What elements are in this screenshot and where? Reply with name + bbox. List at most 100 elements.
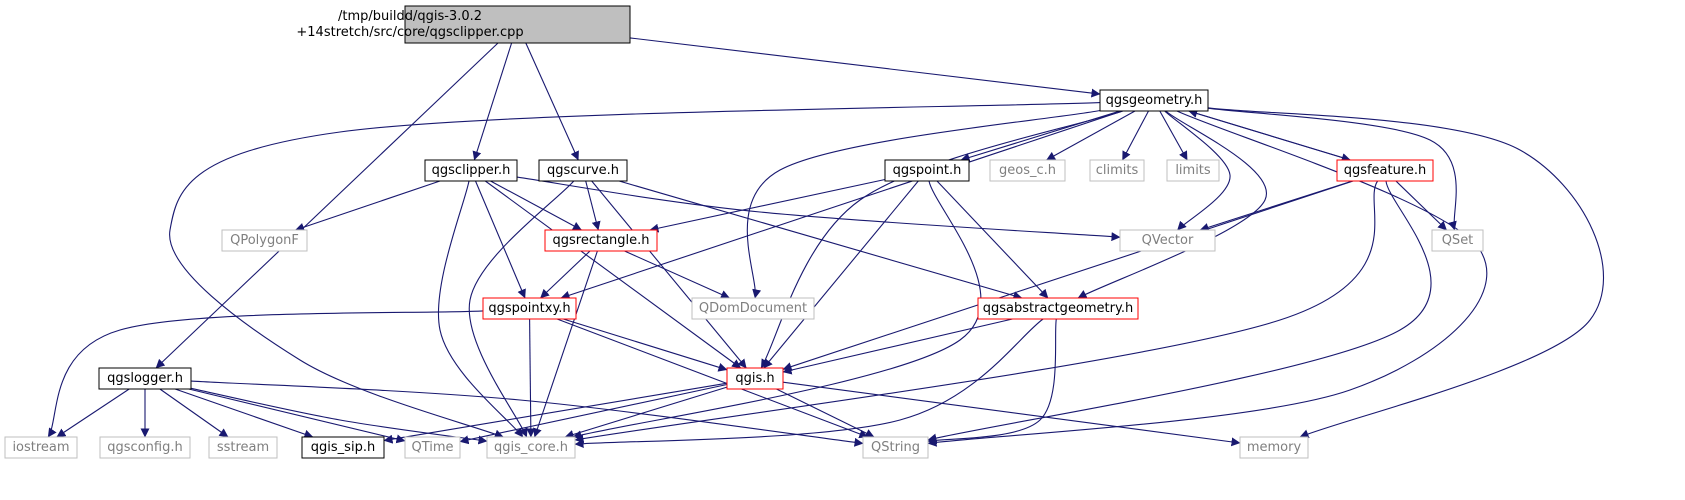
node-root[interactable]: /tmp/buildd/qgis-3.0.2+14stretch/src/cor… bbox=[296, 5, 631, 44]
node-box bbox=[1336, 159, 1434, 182]
node-label: qgsabstractgeometry.h bbox=[983, 301, 1133, 316]
edge-clipper-to-polygonf bbox=[295, 180, 441, 232]
node-box bbox=[862, 436, 929, 459]
edge-root-to-geometry bbox=[629, 37, 1101, 98]
node-box bbox=[1166, 159, 1220, 182]
node-memory[interactable]: memory bbox=[1239, 436, 1309, 459]
node-label: QDomDocument bbox=[699, 301, 807, 316]
node-label: QSet bbox=[1442, 233, 1474, 248]
node-geometry[interactable]: qgsgeometry.h bbox=[1099, 89, 1209, 112]
node-qstring[interactable]: QString bbox=[862, 436, 929, 459]
node-box bbox=[1431, 229, 1484, 252]
node-core[interactable]: qgis_core.h bbox=[486, 436, 576, 459]
edge-qgis-to-qstring bbox=[776, 388, 875, 438]
edge-feature-to-qgis bbox=[782, 180, 1354, 371]
node-label: qgis.h bbox=[735, 371, 774, 386]
node-box bbox=[544, 229, 658, 252]
edge-geometry-to-qset bbox=[1207, 107, 1457, 231]
node-logger[interactable]: qgslogger.h bbox=[98, 367, 192, 390]
node-qset[interactable]: QSet bbox=[1431, 229, 1484, 252]
node-box bbox=[98, 367, 192, 390]
node-label: qgslogger.h bbox=[107, 371, 183, 386]
node-box bbox=[538, 159, 628, 182]
edge-clipper-to-qgis bbox=[484, 180, 742, 369]
node-climits[interactable]: climits bbox=[1089, 159, 1145, 182]
node-box bbox=[1119, 229, 1216, 252]
edge-point-to-core bbox=[572, 180, 982, 440]
node-geos[interactable]: geos_c.h bbox=[989, 159, 1066, 182]
node-qvector[interactable]: QVector bbox=[1119, 229, 1216, 252]
node-feature[interactable]: qgsfeature.h bbox=[1336, 159, 1434, 182]
node-pointxy[interactable]: qgspointxy.h bbox=[482, 297, 577, 320]
edge-root-to-clipper bbox=[472, 42, 513, 161]
edge-geometry-to-qstring bbox=[927, 110, 1488, 447]
edge-qgis-to-memory bbox=[782, 381, 1241, 447]
edge-geometry-to-limits bbox=[1159, 110, 1188, 161]
node-label: qgis_core.h bbox=[494, 440, 568, 455]
edge-geometry-to-geos bbox=[1046, 110, 1136, 161]
edge-rectangle-to-core bbox=[533, 250, 598, 438]
node-limits[interactable]: limits bbox=[1166, 159, 1220, 182]
edge-geometry-to-pointxy bbox=[560, 110, 1123, 300]
edge-curve-to-abstractgeom bbox=[618, 180, 1023, 300]
node-label: qgsrectangle.h bbox=[552, 233, 649, 248]
edge-rectangle-to-pointxy bbox=[540, 250, 591, 299]
node-layer: /tmp/buildd/qgis-3.0.2+14stretch/src/cor… bbox=[4, 5, 1484, 459]
node-domdoc[interactable]: QDomDocument bbox=[691, 297, 815, 320]
edge-point-to-abstractgeom bbox=[936, 180, 1049, 299]
edge-logger-to-iostream bbox=[56, 388, 130, 438]
edge-curve-to-qgis bbox=[591, 180, 747, 369]
node-label: qgsfeature.h bbox=[1344, 163, 1427, 178]
node-label: sstream bbox=[217, 440, 269, 455]
edge-curve-to-core bbox=[468, 180, 575, 438]
node-label: qgspointxy.h bbox=[488, 301, 570, 316]
node-box bbox=[4, 436, 78, 459]
node-label: qgis_sip.h bbox=[311, 440, 375, 455]
node-qtime[interactable]: QTime bbox=[404, 436, 461, 459]
node-label: qgsconfig.h bbox=[107, 440, 182, 455]
node-polygonf[interactable]: QPolygonF bbox=[221, 229, 308, 252]
edge-logger-to-core bbox=[190, 387, 488, 445]
node-box bbox=[691, 297, 815, 320]
edge-geometry-to-qvector bbox=[1164, 110, 1231, 231]
node-box bbox=[424, 159, 518, 182]
edge-pointxy-to-qstring bbox=[556, 318, 869, 439]
node-label: qgsclipper.h bbox=[432, 163, 511, 178]
edge-pointxy-to-qgis bbox=[563, 318, 728, 372]
node-qgsconfig[interactable]: qgsconfig.h bbox=[99, 436, 191, 459]
node-curve[interactable]: qgscurve.h bbox=[538, 159, 628, 182]
node-point[interactable]: qgspoint.h bbox=[884, 159, 970, 182]
edge-layer bbox=[47, 37, 1605, 449]
node-sip[interactable]: qgis_sip.h bbox=[301, 436, 385, 459]
edge-pointxy-to-iostream bbox=[47, 310, 484, 438]
edge-qgis-to-core bbox=[564, 386, 728, 439]
node-box bbox=[1099, 89, 1209, 112]
edge-geometry-to-abstractgeom bbox=[1077, 110, 1268, 299]
node-label: limits bbox=[1175, 163, 1211, 178]
node-clipper[interactable]: qgsclipper.h bbox=[424, 159, 518, 182]
node-box bbox=[1239, 436, 1309, 459]
edge-geometry-to-domdoc bbox=[746, 109, 1101, 299]
edge-abstractgeom-to-qgis bbox=[782, 318, 1013, 375]
node-abstractgeom[interactable]: qgsabstractgeometry.h bbox=[977, 297, 1139, 320]
node-label: qgsgeometry.h bbox=[1106, 93, 1203, 108]
node-label: QTime bbox=[411, 440, 453, 455]
edge-point-to-rectangle bbox=[649, 178, 886, 233]
node-label: memory bbox=[1247, 440, 1302, 455]
node-box bbox=[208, 436, 278, 459]
node-label: qgspoint.h bbox=[893, 163, 962, 178]
node-box bbox=[989, 159, 1066, 182]
node-label: /tmp/buildd/qgis-3.0.2 bbox=[338, 9, 482, 24]
edge-root-to-logger bbox=[155, 42, 499, 369]
node-qgis[interactable]: qgis.h bbox=[726, 367, 784, 390]
edge-feature-to-qstring bbox=[927, 180, 1432, 443]
node-sstream[interactable]: sstream bbox=[208, 436, 278, 459]
node-rectangle[interactable]: qgsrectangle.h bbox=[544, 229, 658, 252]
node-iostream[interactable]: iostream bbox=[4, 436, 78, 459]
node-label: +14stretch/src/core/qgsclipper.cpp bbox=[296, 25, 523, 40]
edge-logger-to-sstream bbox=[159, 388, 229, 438]
node-label: QPolygonF bbox=[230, 233, 299, 248]
edge-clipper-to-rectangle bbox=[490, 180, 582, 231]
node-box bbox=[404, 436, 461, 459]
node-box bbox=[482, 297, 577, 320]
